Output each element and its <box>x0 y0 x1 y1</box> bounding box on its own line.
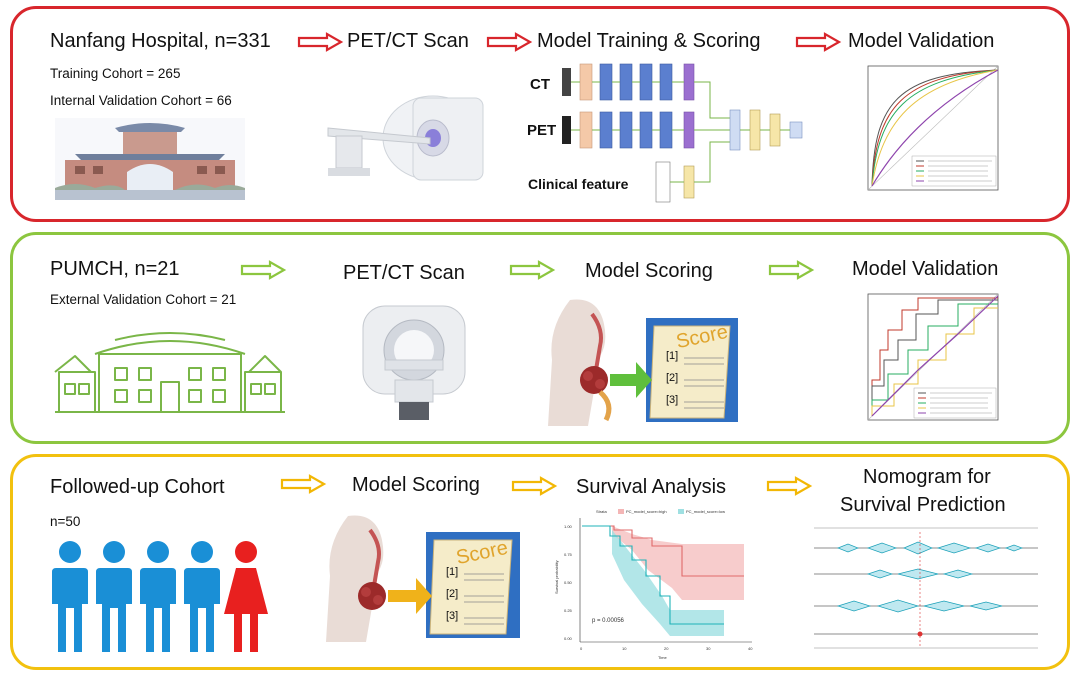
male-person-icon <box>52 541 88 652</box>
km-ylabel: Survival probability <box>554 560 559 594</box>
row2-petct-label: PET/CT Scan <box>343 262 465 284</box>
followup-title: Followed-up Cohort <box>50 476 225 498</box>
score-item-1-b: [1] <box>446 566 459 578</box>
km-xtick: 10 <box>622 646 627 651</box>
km-legend-high: PC_model_score=high <box>626 509 667 514</box>
model-scoring-illustration <box>548 299 738 426</box>
row3-survival-label: Survival Analysis <box>576 476 727 498</box>
score-lines <box>684 357 724 409</box>
pumch-building-illustration <box>54 332 285 413</box>
model-architecture-diagram <box>562 63 803 203</box>
nanfang-gate-illustration <box>55 118 245 200</box>
male-person-icon <box>140 541 176 652</box>
km-legend-low: PC_model_score=low <box>686 509 725 514</box>
km-ytick: 1.00 <box>564 524 573 529</box>
kaplan-meier-plot: Strata PC_model_score=high PC_model_scor… <box>554 509 753 660</box>
green-arrow-icon <box>509 260 556 280</box>
internal-validation-label: Internal Validation Cohort = 66 <box>50 93 232 108</box>
red-arrow-icon <box>486 32 533 52</box>
yellow-arrow-icon <box>766 476 813 496</box>
ct-branch-label: CT <box>530 76 550 93</box>
external-validation-label: External Validation Cohort = 21 <box>50 292 237 307</box>
row1-petct-label: PET/CT Scan <box>347 30 469 52</box>
clinical-feature-label: Clinical feature <box>528 176 629 192</box>
followup-n-label: n=50 <box>50 514 81 529</box>
female-person-icon <box>224 541 268 652</box>
pumch-title: PUMCH, n=21 <box>50 258 180 280</box>
roc-curve-external <box>867 293 999 421</box>
km-pvalue: p = 0.00056 <box>592 618 625 624</box>
red-arrow-icon <box>297 32 344 52</box>
nanfang-title: Nanfang Hospital, n=331 <box>50 30 271 52</box>
model-scoring-illustration-2 <box>326 515 520 642</box>
yellow-arrow-icon <box>280 474 327 494</box>
km-xtick: 30 <box>706 646 711 651</box>
row3-model-scoring-label: Model Scoring <box>352 474 480 496</box>
green-arrow-icon <box>240 260 287 280</box>
row3-nomogram-line2: Survival Prediction <box>840 494 1006 516</box>
score-item-1: [1] <box>666 350 679 362</box>
survival-nomogram <box>814 527 1038 649</box>
cohort-people-icons <box>52 541 268 652</box>
km-xtick: 40 <box>748 646 753 651</box>
km-ytick: 0.75 <box>564 552 573 557</box>
km-strata-label: Strata <box>596 509 607 514</box>
green-arrow-icon <box>768 260 815 280</box>
km-xtick: 20 <box>664 646 669 651</box>
km-xtick: 0 <box>580 646 583 651</box>
score-item-3: [3] <box>666 394 679 406</box>
male-person-icon <box>184 541 220 652</box>
score-item-2: [2] <box>666 372 679 384</box>
row1-model-validation-label: Model Validation <box>848 30 995 52</box>
yellow-arrow-icon <box>511 476 558 496</box>
red-arrow-icon <box>795 32 842 52</box>
km-ytick: 0.00 <box>564 636 573 641</box>
km-xlabel: Time <box>658 655 668 660</box>
pet-branch-label: PET <box>527 122 557 139</box>
km-ytick: 0.25 <box>564 608 573 613</box>
km-ytick: 0.50 <box>564 580 573 585</box>
row2-model-scoring-label: Model Scoring <box>585 260 713 282</box>
training-cohort-label: Training Cohort = 265 <box>50 66 181 81</box>
score-item-3-b: [3] <box>446 610 459 622</box>
row2-model-validation-label: Model Validation <box>852 258 999 280</box>
row3-nomogram-line1: Nomogram for <box>863 466 991 488</box>
score-item-2-b: [2] <box>446 588 459 600</box>
male-person-icon <box>96 541 132 652</box>
petct-scanner-illustration <box>327 95 484 181</box>
score-lines-2 <box>464 573 504 625</box>
row1-model-training-label: Model Training & Scoring <box>537 30 761 52</box>
petct-scanner-illustration-2 <box>362 305 466 420</box>
roc-curve-train <box>867 65 999 191</box>
